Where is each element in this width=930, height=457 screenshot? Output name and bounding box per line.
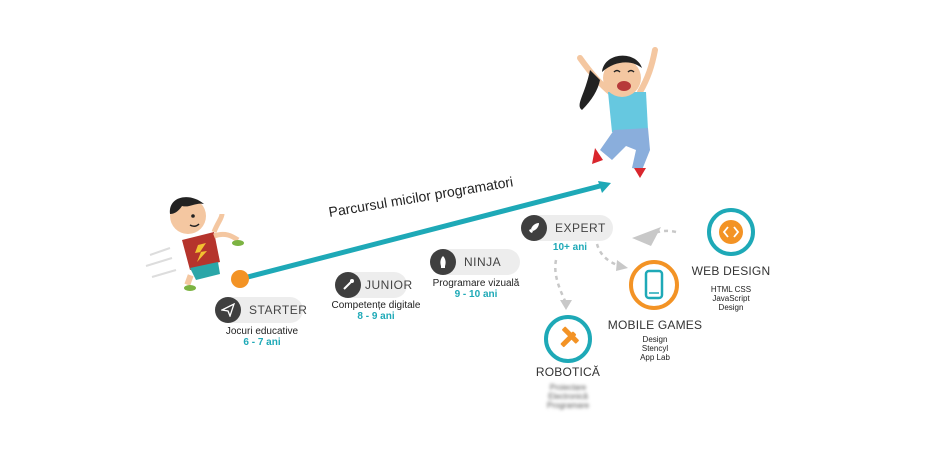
level-label: NINJA — [464, 255, 502, 269]
code-icon — [719, 220, 743, 244]
level-pill-expert: EXPERT — [521, 215, 613, 241]
track-name-web-design: WEB DESIGN — [691, 264, 771, 278]
arrow-to-mobile-head — [616, 260, 628, 271]
track-item: Programare — [546, 401, 590, 410]
level-label: STARTER — [249, 303, 308, 317]
progress-arrowhead — [598, 181, 611, 193]
level-pill-ninja: NINJA — [430, 249, 520, 275]
arrow-to-robotica — [554, 259, 568, 304]
level-info-junior: Competențe digitale 8 - 9 ani — [324, 300, 428, 322]
track-list-mobile-games: Design Stencyl App Lab — [605, 335, 705, 362]
level-label: EXPERT — [555, 221, 606, 235]
level-info-expert: 10+ ani — [545, 242, 595, 253]
start-dot — [231, 270, 249, 288]
track-item: Electronică — [548, 392, 588, 401]
jumping-girl-illustration — [577, 47, 658, 178]
arrow-to-mobile — [595, 243, 621, 268]
level-desc: Programare vizuală — [432, 278, 520, 289]
level-age: 6 - 7 ani — [243, 337, 281, 348]
track-item: HTML CSS — [710, 285, 752, 294]
level-age: 9 - 10 ani — [454, 289, 498, 300]
rocket-small-icon — [335, 272, 361, 298]
level-info-starter: Jocuri educative 6 - 7 ani — [212, 326, 312, 348]
track-list-web-design: HTML CSS JavaScript Design — [686, 285, 776, 312]
running-boy-illustration — [145, 197, 244, 291]
track-name-mobile-games: MOBILE GAMES — [607, 318, 703, 332]
level-label: JUNIOR — [365, 278, 413, 292]
arrow-to-robotica-head — [560, 300, 572, 310]
track-item: Design — [642, 335, 668, 344]
level-desc: Jocuri educative — [225, 326, 299, 337]
track-item: Stencyl — [641, 344, 669, 353]
level-age: 10+ ani — [552, 242, 588, 253]
track-item: Proiectare — [549, 383, 587, 392]
mobile-circle — [629, 260, 679, 310]
track-list-robotica: Proiectare Electronică Programare — [525, 383, 611, 410]
level-pill-starter: STARTER — [215, 297, 307, 323]
track-item: App Lab — [640, 353, 670, 362]
rocket-icon — [430, 249, 456, 275]
tools-icon — [560, 326, 579, 348]
paper-plane-icon — [215, 297, 241, 323]
rocket-launch-icon — [521, 215, 547, 241]
paper-plane-icon — [632, 227, 661, 246]
level-pill-junior: JUNIOR — [335, 272, 412, 298]
level-desc: Competențe digitale — [331, 300, 421, 311]
track-item: JavaScript — [712, 294, 750, 303]
phone-icon — [644, 269, 664, 300]
track-name-robotica: ROBOTICĂ — [535, 365, 601, 379]
progress-path — [237, 183, 603, 282]
track-item: Design — [718, 303, 744, 312]
level-info-ninja: Programare vizuală 9 - 10 ani — [424, 278, 528, 300]
level-age: 8 - 9 ani — [357, 311, 395, 322]
